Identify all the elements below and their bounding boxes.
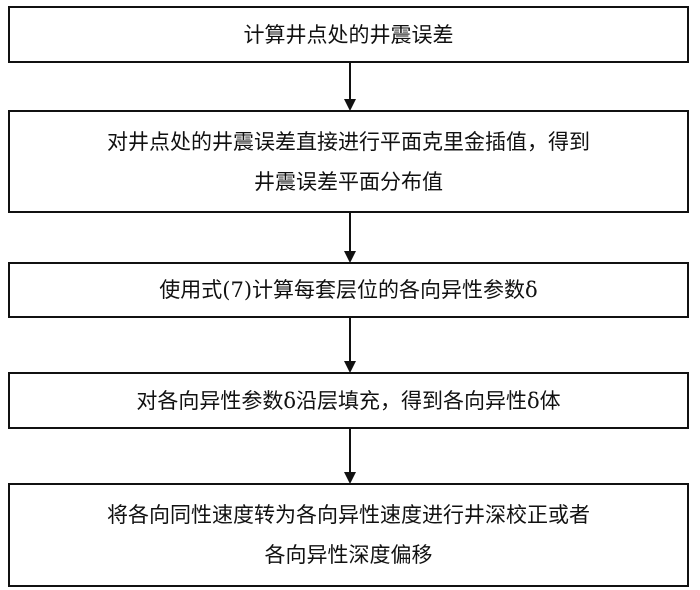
step-2-box: 对井点处的井震误差直接进行平面克里金插值，得到 井震误差平面分布值 [8,110,689,213]
step-2-text-line-2: 井震误差平面分布值 [254,169,443,194]
arrow-4-to-5 [344,429,356,484]
arrow-3-to-4 [344,318,356,373]
step-4-text: 对各向异性参数δ沿层填充，得到各向异性δ体 [136,388,561,413]
arrow-2-to-3 [344,213,356,263]
arrow-1-to-2 [344,63,356,111]
step-4-box: 对各向异性参数δ沿层填充，得到各向异性δ体 [8,372,689,429]
step-1-text: 计算井点处的井震误差 [243,22,454,47]
step-1-box: 计算井点处的井震误差 [8,6,689,63]
step-3-box: 使用式(7)计算每套层位的各向异性参数δ [8,262,689,318]
step-5-text-line-1: 将各向同性速度转为各向异性速度进行井深校正或者 [107,503,590,527]
step-5-box: 将各向同性速度转为各向异性速度进行井深校正或者 各向异性深度偏移 [8,483,689,587]
step-5-text-line-2: 各向异性深度偏移 [264,543,433,567]
step-2-text-line-1: 对井点处的井震误差直接进行平面克里金插值，得到 [107,129,590,154]
step-3-text: 使用式(7)计算每套层位的各向异性参数δ [159,278,538,302]
